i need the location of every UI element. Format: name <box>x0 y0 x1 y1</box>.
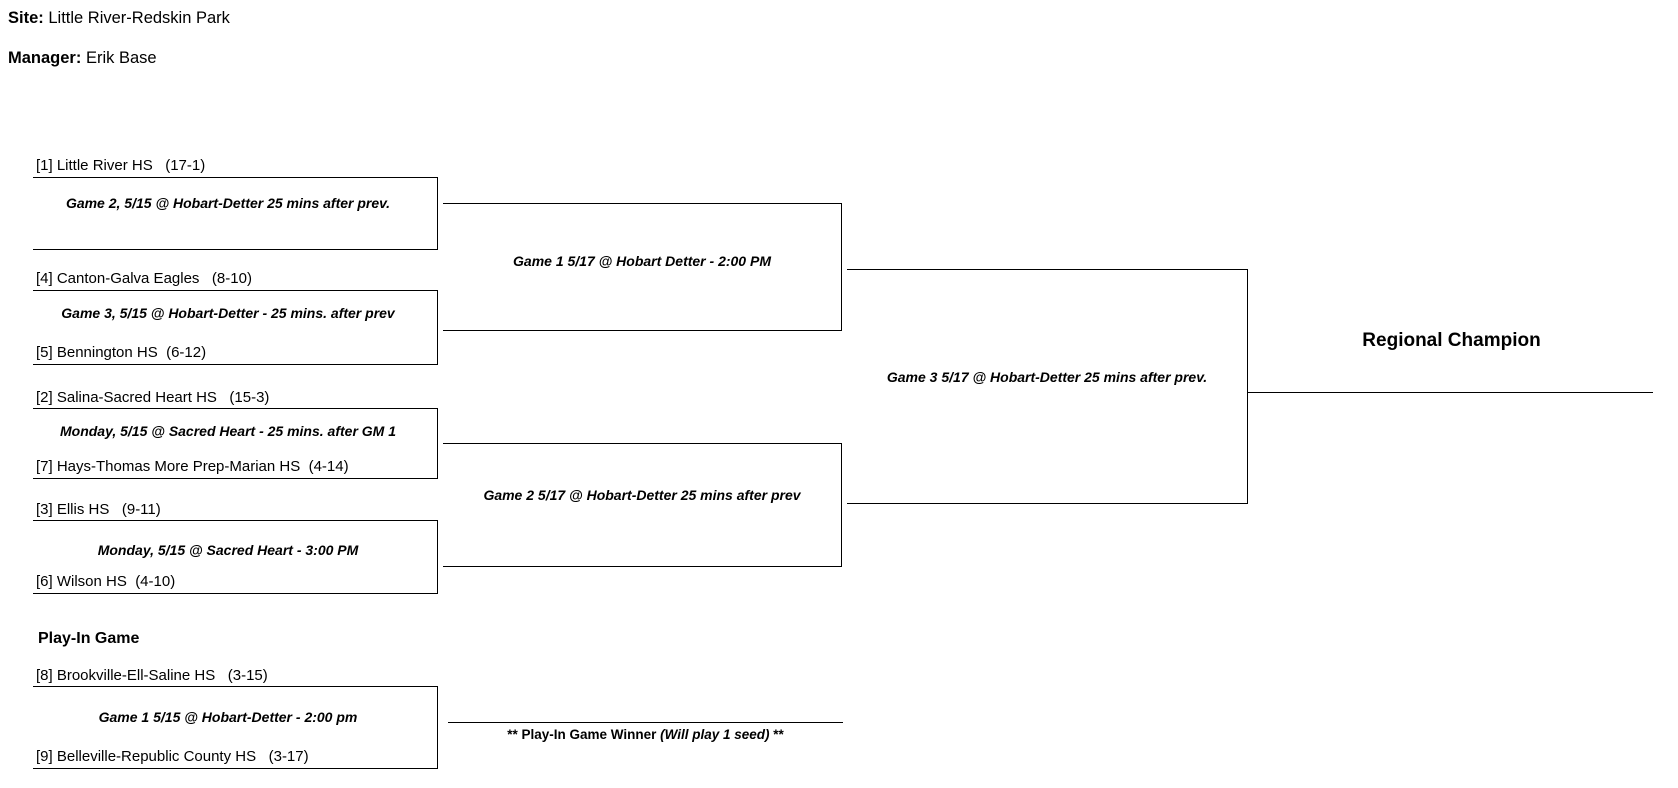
playin-winner-slot-line <box>448 722 843 723</box>
champion-slot-line <box>1248 392 1653 393</box>
playin-winner-note-italic: (Will play 1 seed) <box>660 727 770 742</box>
manager-value: Erik Base <box>81 49 157 67</box>
manager-line: Manager: Erik Base <box>8 48 157 68</box>
final-game-info: Game 3 5/17 @ Hobart-Detter 25 mins afte… <box>886 369 1208 385</box>
playin-winner-note-suffix: ** <box>769 727 784 742</box>
team-seed-9: [9] Belleville-Republic County HS (3-17) <box>36 748 309 765</box>
site-value: Little River-Redskin Park <box>43 9 230 27</box>
round1-monday-3pm-game-info: Monday, 5/15 @ Sacred Heart - 3:00 PM <box>97 542 359 558</box>
team-seed-1: [1] Little River HS (17-1) <box>36 157 206 174</box>
site-line: Site: Little River-Redskin Park <box>8 8 230 28</box>
semifinal-game-2-info: Game 2 5/17 @ Hobart-Detter 25 mins afte… <box>483 487 801 503</box>
site-label: Site: <box>8 9 44 27</box>
round1-game-2-info: Game 2, 5/15 @ Hobart-Detter 25 mins aft… <box>65 195 391 211</box>
team-seed-2: [2] Salina-Sacred Heart HS (15-3) <box>36 389 270 406</box>
round1-game-3-info: Game 3, 5/15 @ Hobart-Detter - 25 mins. … <box>61 305 395 321</box>
team-seed-3: [3] Ellis HS (9-11) <box>36 501 161 518</box>
manager-label: Manager: <box>8 49 82 67</box>
final-box <box>847 269 1248 504</box>
playin-winner-note: ** Play-In Game Winner (Will play 1 seed… <box>448 727 843 742</box>
team-seed-8: [8] Brookville-Ell-Saline HS (3-15) <box>36 667 268 684</box>
regional-champion-label: Regional Champion <box>1362 330 1541 351</box>
round1-box-2 <box>33 290 438 365</box>
semifinal-box-1 <box>443 203 842 331</box>
round1-box-3 <box>33 408 438 479</box>
round1-monday-game-info: Monday, 5/15 @ Sacred Heart - 25 mins. a… <box>59 423 397 439</box>
semifinal-game-1-info: Game 1 5/17 @ Hobart Detter - 2:00 PM <box>513 253 771 269</box>
playin-header: Play-In Game <box>38 630 140 647</box>
playin-box <box>33 686 438 769</box>
team-seed-4: [4] Canton-Galva Eagles (8-10) <box>36 270 252 287</box>
round1-box-4 <box>33 520 438 594</box>
round1-box-1 <box>33 177 438 250</box>
semifinal-box-2 <box>443 443 842 567</box>
team-seed-7: [7] Hays-Thomas More Prep-Marian HS (4-1… <box>36 458 349 475</box>
playin-game-info: Game 1 5/15 @ Hobart-Detter - 2:00 pm <box>98 709 358 725</box>
team-seed-6: [6] Wilson HS (4-10) <box>36 573 176 590</box>
team-seed-5: [5] Bennington HS (6-12) <box>36 344 207 361</box>
playin-winner-note-prefix: ** Play-In Game Winner <box>507 727 661 742</box>
